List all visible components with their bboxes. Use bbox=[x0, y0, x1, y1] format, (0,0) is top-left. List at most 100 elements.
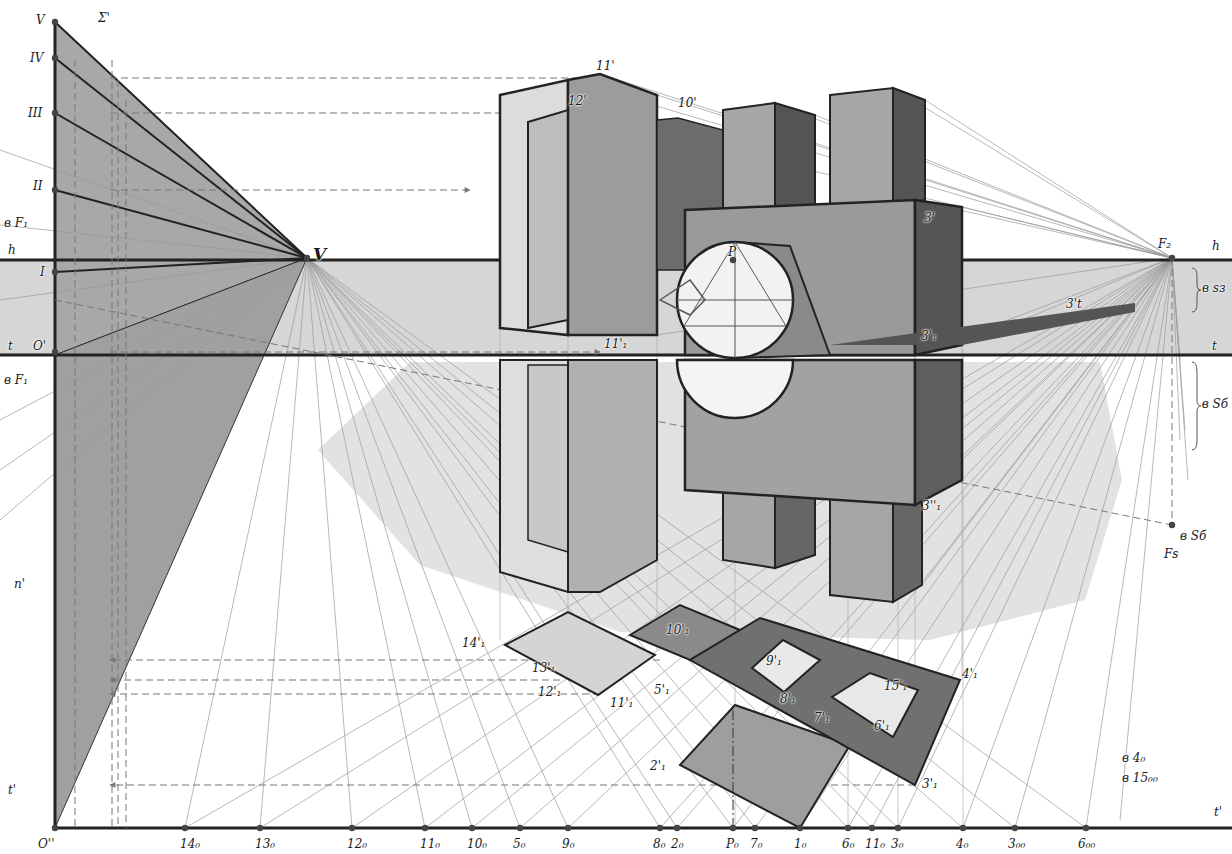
point-label: 10' bbox=[678, 97, 697, 109]
point-label: в F₁ bbox=[4, 374, 28, 386]
point-label: 11'₁ bbox=[604, 338, 627, 350]
point-dot bbox=[182, 825, 188, 831]
point-label: 8'₁ bbox=[780, 693, 796, 705]
points bbox=[52, 19, 1175, 831]
point-dot bbox=[52, 19, 58, 25]
building bbox=[723, 103, 775, 220]
height-scale bbox=[55, 22, 307, 272]
point-label: в sз bbox=[1202, 282, 1226, 294]
point-dot bbox=[517, 825, 523, 831]
building-reflection bbox=[893, 490, 922, 602]
point-label: 13'₁ bbox=[532, 662, 555, 674]
plan-figure bbox=[680, 705, 850, 828]
base-line bbox=[55, 827, 1232, 830]
ground-line bbox=[0, 354, 1232, 357]
point-label: II bbox=[33, 180, 42, 192]
building-reflection bbox=[528, 365, 568, 552]
point-dot bbox=[52, 187, 58, 193]
point-dot bbox=[422, 825, 428, 831]
point-dot bbox=[797, 825, 803, 831]
point-label: 13₀ bbox=[255, 838, 275, 850]
point-dot bbox=[657, 825, 663, 831]
point-label: 3'₁ bbox=[921, 330, 937, 342]
point-dot bbox=[52, 110, 58, 116]
bracket bbox=[1192, 362, 1201, 450]
point-dot bbox=[895, 825, 901, 831]
point-label: O' bbox=[33, 340, 46, 352]
building bbox=[568, 74, 657, 335]
projection-ray bbox=[520, 258, 1172, 828]
point-label: V bbox=[36, 14, 45, 26]
point-label: 11₀ bbox=[420, 838, 440, 850]
building-reflection bbox=[500, 360, 568, 592]
point-dot bbox=[1169, 255, 1175, 261]
bracket bbox=[1192, 268, 1201, 312]
point-label: 5₀ bbox=[513, 838, 525, 850]
point-label: 3''₁ bbox=[922, 500, 941, 512]
point-label: в 4₀ bbox=[1122, 752, 1145, 764]
point-dot bbox=[1169, 522, 1175, 528]
plan-hole bbox=[752, 640, 820, 692]
wedge-plane bbox=[55, 258, 307, 828]
projection-ray bbox=[307, 258, 660, 828]
projection-ray bbox=[307, 258, 425, 828]
vertical-transfer bbox=[55, 60, 1172, 828]
point-dot bbox=[752, 825, 758, 831]
point-label: h bbox=[8, 244, 16, 256]
point-label: Σ' bbox=[98, 12, 110, 24]
point-label: 5'₁ bbox=[654, 684, 670, 696]
building-reflection bbox=[830, 490, 893, 602]
point-label: 10₀ bbox=[467, 838, 487, 850]
point-label: IV bbox=[30, 52, 43, 64]
point-label: 7'₁ bbox=[814, 712, 830, 724]
projection-ray bbox=[1172, 258, 1180, 440]
point-label: 8₀ bbox=[653, 838, 665, 850]
cylinder-base bbox=[677, 242, 793, 358]
projection-ray bbox=[185, 258, 307, 828]
construction-lines bbox=[677, 242, 793, 358]
point-label: 6'₁ bbox=[874, 720, 890, 732]
point-label: 14'₁ bbox=[462, 637, 485, 649]
point-label: F₂ bbox=[1158, 238, 1171, 250]
projection-ray bbox=[307, 258, 733, 828]
point-label: 11'₁ bbox=[610, 697, 633, 709]
point-dot bbox=[845, 825, 851, 831]
projection-ray bbox=[0, 258, 307, 470]
point-dot bbox=[52, 825, 58, 831]
point-label: 3't bbox=[1066, 298, 1082, 310]
point-label: I bbox=[40, 266, 45, 278]
point-label: в Sб bbox=[1180, 530, 1206, 542]
point-dot bbox=[469, 825, 475, 831]
point-label: 11' bbox=[596, 60, 615, 72]
transfer-lines bbox=[110, 78, 915, 785]
point-label: O'' bbox=[38, 838, 54, 850]
point-dot bbox=[349, 825, 355, 831]
point-label: P bbox=[728, 246, 736, 258]
projection-ray bbox=[962, 258, 1172, 480]
point-label: 6₀₀ bbox=[1078, 838, 1095, 850]
projection-ray bbox=[0, 258, 307, 420]
point-label: 2'₁ bbox=[650, 760, 666, 772]
projection-ray bbox=[1120, 258, 1172, 820]
point-label: 11₀ bbox=[865, 838, 885, 850]
construction-lines bbox=[660, 280, 705, 315]
point-dot bbox=[869, 825, 875, 831]
building-niche bbox=[528, 110, 568, 328]
point-dot bbox=[960, 825, 966, 831]
projection-ray bbox=[568, 258, 1172, 828]
point-label: V bbox=[313, 246, 326, 263]
point-label: 12'₁ bbox=[538, 686, 561, 698]
projection-ray bbox=[1086, 258, 1172, 828]
point-label: 4'₁ bbox=[962, 668, 978, 680]
building bbox=[775, 103, 815, 220]
point-dot bbox=[674, 825, 680, 831]
point-dot bbox=[52, 269, 58, 275]
building-reflection bbox=[568, 360, 657, 592]
axis-line bbox=[733, 710, 734, 828]
projection-ray bbox=[185, 258, 1172, 828]
point-label: в F₁ bbox=[4, 217, 28, 229]
point-label: 2₀ bbox=[671, 838, 683, 850]
vertical-axis bbox=[54, 20, 57, 828]
point-label: t bbox=[8, 340, 13, 352]
